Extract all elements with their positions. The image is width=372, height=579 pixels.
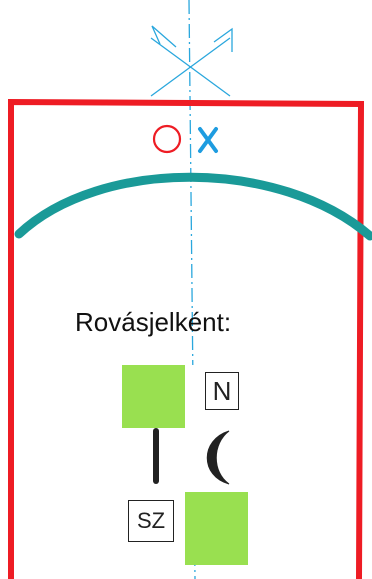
tile-bottom-right — [185, 492, 248, 565]
dome-arc — [14, 172, 372, 241]
south-label: SZ — [136, 508, 166, 533]
tile-top-left — [122, 365, 185, 428]
south-label-box: SZ — [128, 500, 174, 542]
red-frame — [8, 98, 365, 579]
north-label-box: N — [205, 372, 239, 410]
north-label: N — [212, 376, 232, 406]
caption-text: Rovásjelként: — [75, 307, 232, 337]
x-cross-icon — [198, 127, 218, 153]
circle-icon — [152, 124, 182, 154]
tile-middle-right — [185, 428, 248, 492]
tile-middle-left — [122, 428, 185, 492]
cross-with-flags-icon — [150, 25, 233, 97]
